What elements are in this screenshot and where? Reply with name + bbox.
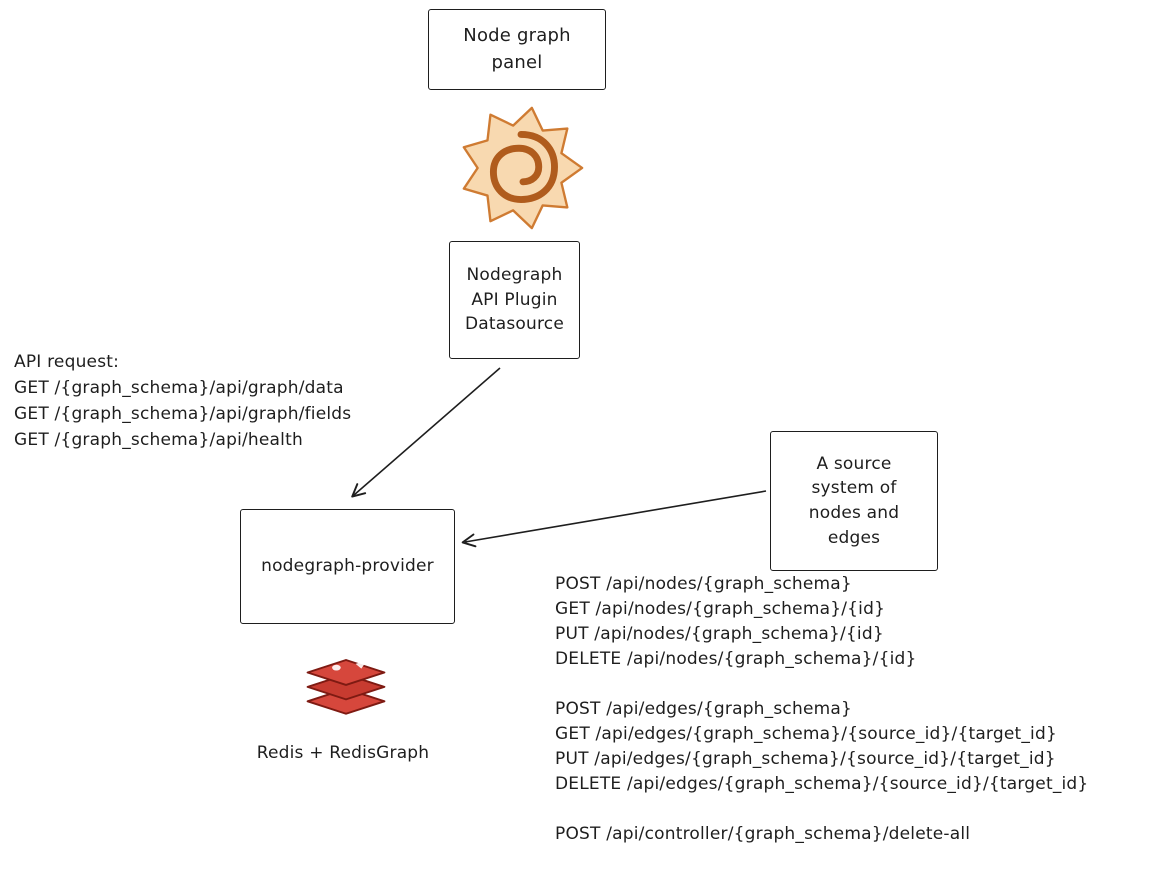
node-graph-panel-box: Node graph panel xyxy=(428,9,606,90)
endpoints-text: POST /api/nodes/{graph_schema} GET /api/… xyxy=(555,572,1088,872)
source-system-label: A source system of nodes and edges xyxy=(808,453,900,548)
nodegraph-provider-label: nodegraph-provider xyxy=(261,556,434,577)
endpoint-line: POST /api/edges/{graph_schema} xyxy=(555,699,852,719)
nodes-endpoints-group: POST /api/nodes/{graph_schema} GET /api/… xyxy=(555,572,1088,672)
nodegraph-api-plugin-box: Nodegraph API Plugin Datasource xyxy=(449,241,580,359)
api-request-text: API request: GET /{graph_schema}/api/gra… xyxy=(14,349,351,453)
api-request-line: GET /{graph_schema}/api/health xyxy=(14,430,303,450)
nodegraph-api-plugin-label: Nodegraph API Plugin Datasource xyxy=(464,265,565,335)
api-request-line: GET /{graph_schema}/api/graph/data xyxy=(14,378,344,398)
arrow-plugin-to-provider xyxy=(351,367,501,498)
nodegraph-provider-box: nodegraph-provider xyxy=(240,509,455,624)
endpoint-line: PUT /api/edges/{graph_schema}/{source_id… xyxy=(555,749,1056,769)
api-request-title: API request: xyxy=(14,352,120,372)
endpoint-line: GET /api/nodes/{graph_schema}/{id} xyxy=(555,599,886,619)
endpoint-line: POST /api/nodes/{graph_schema} xyxy=(555,574,852,594)
arrow-source-to-provider xyxy=(461,490,767,548)
controller-endpoints-group: POST /api/controller/{graph_schema}/dele… xyxy=(555,822,1088,847)
edges-endpoints-group: POST /api/edges/{graph_schema} GET /api/… xyxy=(555,697,1088,797)
redis-logo-icon xyxy=(298,646,394,722)
endpoint-line: PUT /api/nodes/{graph_schema}/{id} xyxy=(555,624,884,644)
endpoint-line: GET /api/edges/{graph_schema}/{source_id… xyxy=(555,724,1057,744)
grafana-logo-icon xyxy=(452,96,590,236)
endpoint-line: DELETE /api/edges/{graph_schema}/{source… xyxy=(555,774,1089,794)
endpoint-line: POST /api/controller/{graph_schema}/dele… xyxy=(555,824,971,844)
api-request-line: GET /{graph_schema}/api/graph/fields xyxy=(14,404,352,424)
redis-caption: Redis + RedisGraph xyxy=(256,743,430,763)
node-graph-panel-label: Node graph panel xyxy=(463,25,571,73)
source-system-box: A source system of nodes and edges xyxy=(770,431,938,571)
endpoint-line: DELETE /api/nodes/{graph_schema}/{id} xyxy=(555,649,917,669)
